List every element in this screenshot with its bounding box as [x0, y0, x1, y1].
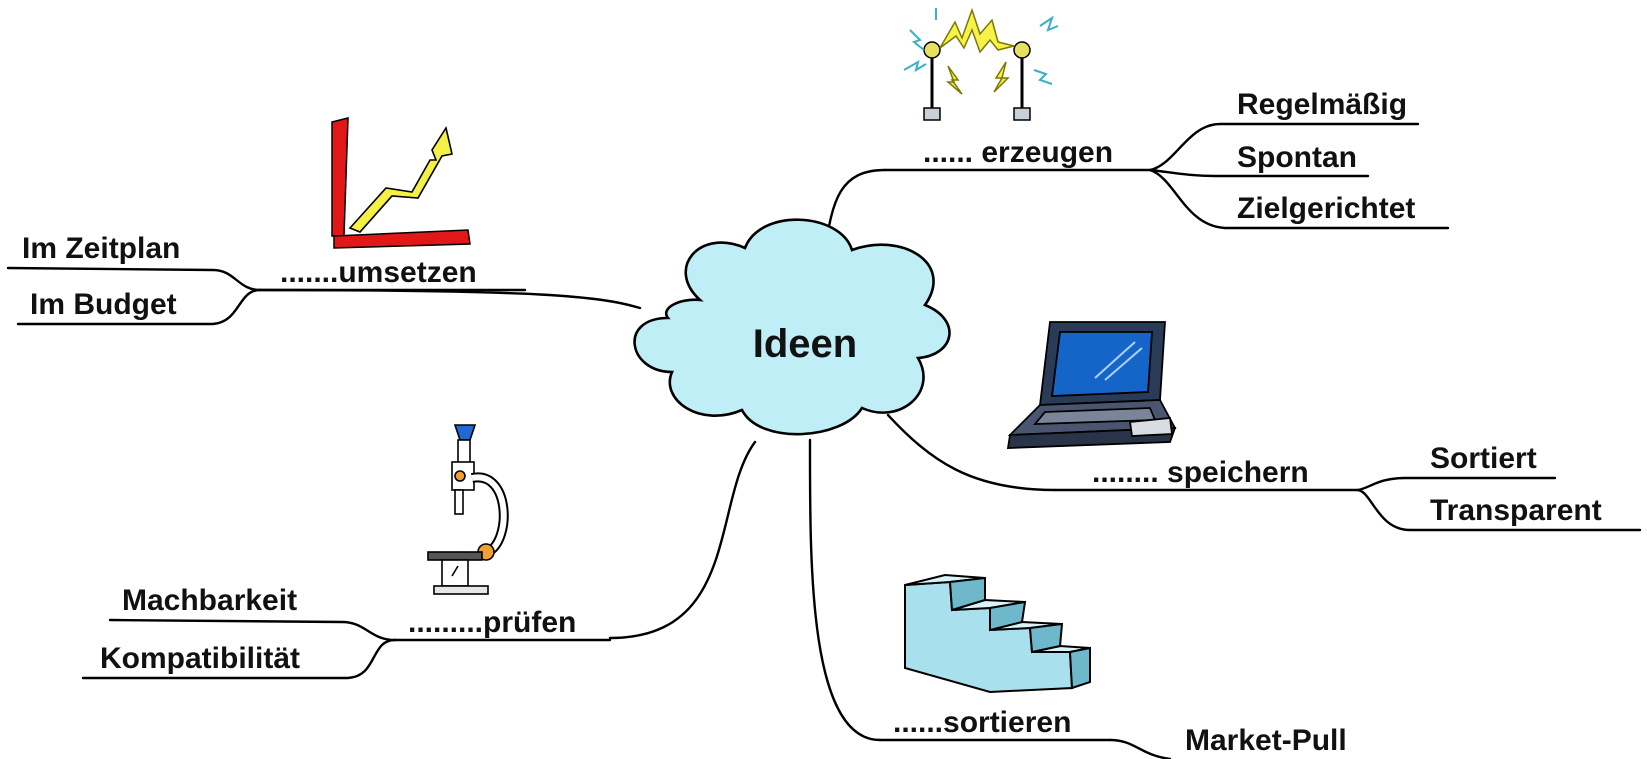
regelmassig-branch	[1148, 122, 1420, 172]
child-label-im-budget: Im Budget	[30, 288, 177, 321]
branch-label-umsetzen: .......umsetzen	[280, 256, 477, 289]
im-zeitplan-branch	[6, 266, 262, 292]
transparent-branch	[1356, 488, 1642, 532]
branch-label-speichern: ........ speichern	[1092, 456, 1309, 489]
child-label-kompatibilitaet: Kompatibilität	[100, 642, 300, 675]
sortieren-connector	[808, 438, 882, 742]
im-budget-branch	[16, 288, 262, 326]
machbarkeit-branch	[108, 618, 397, 642]
branch-label-sortieren: ......sortieren	[893, 706, 1071, 739]
umsetzen-connector	[258, 288, 642, 310]
child-label-regelmassig: Regelmäßig	[1237, 88, 1407, 121]
center-label: Ideen	[753, 322, 857, 366]
child-label-transparent: Transparent	[1430, 494, 1602, 527]
kompatibilitaet-branch	[81, 638, 397, 680]
child-label-machbarkeit: Machbarkeit	[122, 584, 297, 617]
rising-chart-icon	[331, 117, 471, 249]
child-label-spontan: Spontan	[1237, 141, 1357, 174]
pruefen-connector	[608, 440, 757, 640]
sortiert-branch	[1356, 476, 1557, 492]
speichern-connector	[886, 413, 1057, 492]
child-label-im-zeitplan: Im Zeitplan	[22, 232, 180, 265]
child-labels: Regelmäßig Spontan Zielgerichtet Im Zeit…	[22, 88, 1602, 757]
branch-labels: ...... erzeugen .......umsetzen ........…	[280, 136, 1309, 739]
child-label-sortiert: Sortiert	[1430, 442, 1537, 475]
branch-label-erzeugen: ...... erzeugen	[923, 136, 1113, 169]
branch-label-pruefen: .........prüfen	[408, 606, 576, 639]
zielgerichtet-branch	[1148, 168, 1450, 230]
lightning-towers-icon	[903, 7, 1059, 121]
cloud-icon	[633, 218, 951, 436]
spontan-branch	[1148, 168, 1370, 178]
connector-lines	[6, 122, 1642, 759]
laptop-icon	[1006, 321, 1177, 449]
market-pull-branch	[1108, 738, 1172, 759]
stairs-icon	[904, 573, 1091, 694]
microscope-icon	[427, 424, 509, 595]
child-label-market-pull: Market-Pull	[1185, 724, 1347, 757]
center-node: Ideen	[633, 218, 951, 436]
child-label-zielgerichtet: Zielgerichtet	[1237, 192, 1415, 225]
